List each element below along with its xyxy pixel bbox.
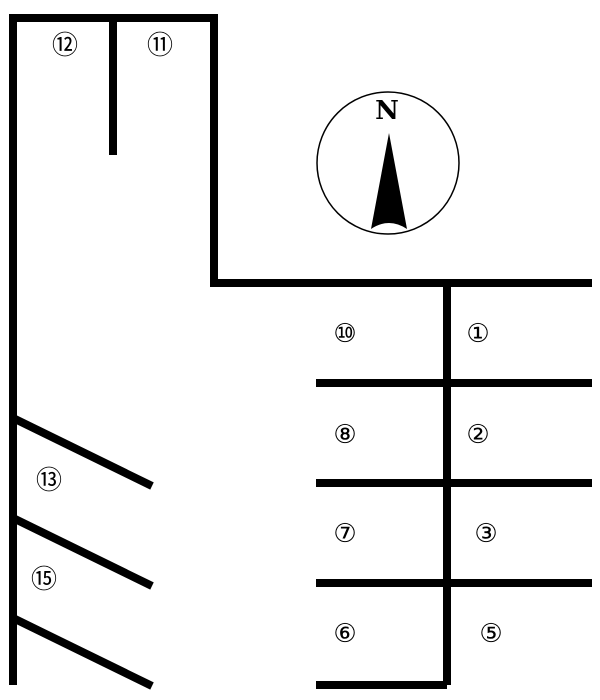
slot-label-6: ⑥ [333,619,356,649]
slot-label-2: ② [466,420,489,450]
angled-divider-1 [11,414,154,490]
slot-label-15: ⑮ [31,565,57,595]
slot-label-1: ① [466,319,489,349]
slot-label-5: ⑤ [479,619,502,649]
compass-icon: N [316,91,460,235]
outer-boundary-wall [9,14,592,685]
angled-divider-3 [11,614,154,690]
slot-label-8: ⑧ [333,420,356,450]
slot-label-3: ③ [474,519,497,549]
slot-label-12: ⑫ [52,31,78,61]
angled-divider-2 [11,514,154,590]
slot-label-11: ⑪ [147,31,173,61]
slot-label-10: ⑩ [333,319,356,349]
slot-label-7: ⑦ [333,519,356,549]
slot-label-13: ⑬ [36,466,62,496]
compass-north-label: N [375,96,399,126]
